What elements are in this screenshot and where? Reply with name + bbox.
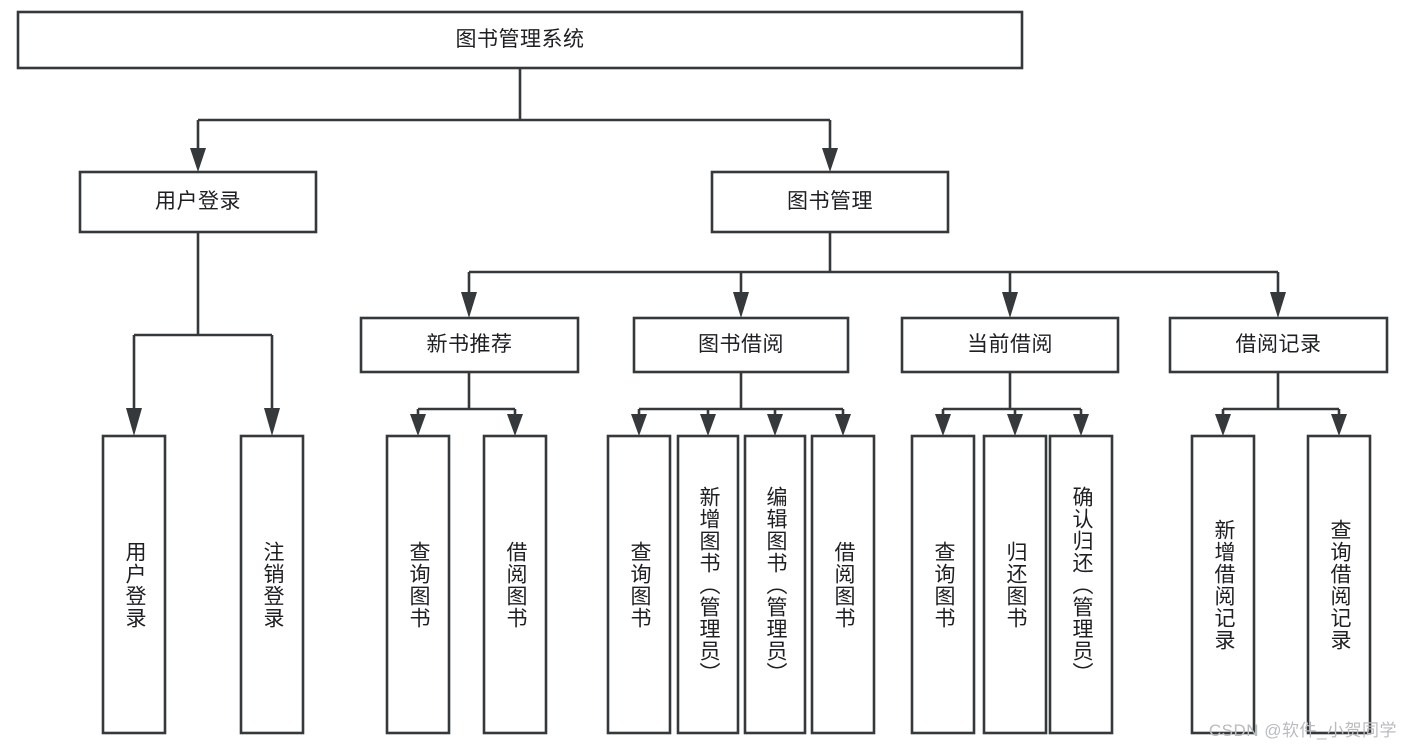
node-box-leaf-confirm-return-admin[interactable] <box>1048 434 1114 735</box>
node-box-book-borrow[interactable] <box>632 316 850 374</box>
node-box-book-management[interactable] <box>710 170 950 234</box>
node-box-leaf-logout[interactable] <box>239 434 305 735</box>
nodes-layer <box>16 10 1389 735</box>
arrow-bm-to-current-borrow <box>1002 292 1018 318</box>
node-box-leaf-query-book-borrow[interactable] <box>606 434 672 735</box>
node-box-leaf-add-book-admin[interactable] <box>676 434 740 735</box>
arrow-nbr-to-query-book <box>410 414 426 436</box>
arrow-user-login-to-leaf-user-login <box>126 408 142 436</box>
edge-book-borrow-trunk <box>637 372 845 418</box>
arrow-cb-to-query-book <box>935 414 951 436</box>
edge-user-login-trunk <box>132 232 274 412</box>
node-box-root[interactable] <box>16 10 1024 70</box>
node-box-leaf-borrow-book-new[interactable] <box>482 434 548 735</box>
node-box-leaf-borrow-book[interactable] <box>810 434 876 735</box>
node-box-borrow-records[interactable] <box>1168 316 1389 374</box>
arrow-bm-to-new-book-recommend <box>461 292 477 318</box>
arrow-cb-to-return-book <box>1007 414 1023 436</box>
arrow-bb-to-borrow-book <box>835 414 851 436</box>
node-box-leaf-user-login[interactable] <box>101 434 167 735</box>
arrow-br-to-add-record <box>1215 414 1231 436</box>
edge-book-management-trunk <box>467 232 1280 296</box>
arrow-cb-to-confirm-return <box>1073 414 1089 436</box>
arrow-br-to-query-record <box>1331 414 1347 436</box>
edges-layer <box>126 68 1347 436</box>
arrow-root-to-book-management <box>822 148 838 172</box>
node-box-user-login[interactable] <box>78 170 318 234</box>
node-box-leaf-add-borrow-record[interactable] <box>1190 434 1256 735</box>
edge-current-borrow-trunk <box>941 372 1083 418</box>
arrow-bb-to-query-book <box>631 414 647 436</box>
edge-new-book-recommend-trunk <box>416 372 517 418</box>
arrow-bb-to-add-book <box>700 414 716 436</box>
node-box-leaf-query-book-current[interactable] <box>910 434 976 735</box>
csdn-watermark: CSDN @软件_小贺同学 <box>1208 721 1397 740</box>
arrow-root-to-user-login <box>190 148 206 172</box>
node-box-leaf-edit-book-admin[interactable] <box>743 434 807 735</box>
node-box-new-book-recommend[interactable] <box>359 316 580 374</box>
node-box-leaf-query-borrow-record[interactable] <box>1306 434 1372 735</box>
edge-root-trunk <box>196 68 832 152</box>
edge-borrow-records-trunk <box>1221 372 1341 418</box>
node-box-leaf-return-book[interactable] <box>982 434 1048 735</box>
arrow-user-login-to-leaf-logout <box>264 408 280 436</box>
arrow-nbr-to-borrow-book <box>507 414 523 436</box>
node-box-current-borrow[interactable] <box>900 316 1120 374</box>
arrow-bm-to-book-borrow <box>733 292 749 318</box>
node-box-leaf-query-book-new[interactable] <box>385 434 451 735</box>
arrow-bb-to-edit-book <box>767 414 783 436</box>
arrow-bm-to-borrow-records <box>1270 292 1286 318</box>
